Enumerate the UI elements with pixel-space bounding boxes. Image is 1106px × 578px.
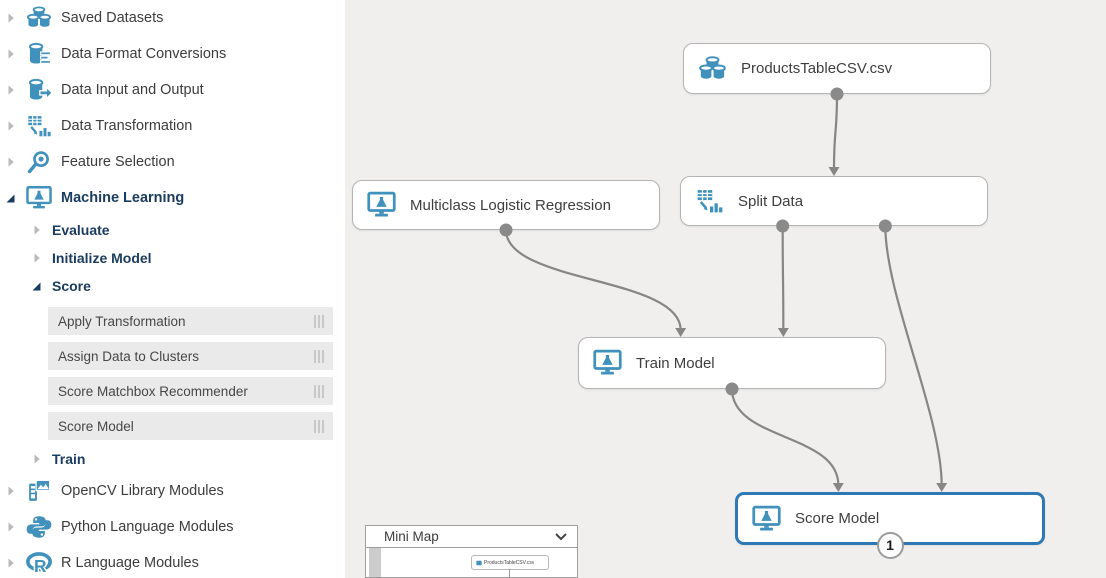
node-label: Score Model — [795, 510, 880, 527]
sidebar-item-label: Score Matchbox Recommender — [58, 383, 248, 399]
python-icon — [24, 514, 54, 541]
minimap-node-label: ProductsTableCSV.csv — [484, 559, 535, 566]
sidebar-item-label: Train — [52, 451, 86, 467]
edge-dataset-to-split — [832, 93, 839, 170]
saved-datasets-icon — [24, 5, 54, 32]
opencv-icon — [24, 478, 54, 505]
sidebar-item-train[interactable]: Train — [0, 445, 345, 473]
sidebar-item-apply-transformation[interactable]: Apply Transformation — [48, 307, 333, 335]
sidebar-item-label: Feature Selection — [61, 154, 175, 170]
node-label: Split Data — [738, 192, 804, 210]
output-port-badge[interactable]: 1 — [876, 531, 904, 559]
edge-arrowhead-icon — [675, 328, 687, 337]
sidebar-item-label: Apply Transformation — [58, 313, 186, 329]
expand-arrow-icon[interactable] — [30, 453, 43, 465]
drag-handle-icon[interactable] — [314, 349, 324, 363]
machine-learning-icon — [592, 349, 623, 377]
chevron-down-icon[interactable] — [555, 528, 567, 546]
drag-handle-icon[interactable] — [314, 419, 324, 433]
feature-selection-icon — [24, 149, 54, 176]
sidebar-item-data-input-and-output[interactable]: Data Input and Output — [0, 72, 345, 108]
expand-arrow-icon[interactable] — [4, 557, 17, 569]
machine-learning-icon — [24, 185, 54, 212]
expand-arrow-icon[interactable] — [4, 48, 17, 60]
r-language-icon: R — [24, 550, 54, 577]
sidebar-item-label: Machine Learning — [61, 190, 185, 206]
collapse-arrow-icon[interactable] — [30, 281, 43, 292]
minimap-viewport[interactable]: ProductsTableCSV.csv — [365, 548, 578, 578]
saved-datasets-icon — [697, 55, 728, 83]
sidebar-item-label: Assign Data to Clusters — [58, 348, 200, 364]
sidebar-item-opencv-library-modules[interactable]: OpenCV Library Modules — [0, 473, 345, 509]
sidebar-item-machine-learning[interactable]: Machine Learning — [0, 180, 345, 216]
expand-arrow-icon[interactable] — [4, 485, 17, 497]
sidebar-item-score-model[interactable]: Score Model — [48, 412, 333, 440]
machine-learning-icon — [366, 191, 397, 219]
expand-arrow-icon[interactable] — [4, 84, 17, 96]
sidebar-item-label: Score — [52, 278, 91, 294]
minimap-panel: Mini Map ProductsTableCSV.csv — [365, 525, 578, 578]
sidebar-item-label: Data Transformation — [61, 118, 193, 134]
sidebar-item-label: Evaluate — [52, 222, 110, 238]
minimap-title: Mini Map — [384, 529, 439, 544]
sidebar-item-feature-selection[interactable]: Feature Selection — [0, 144, 345, 180]
expand-arrow-icon[interactable] — [4, 521, 17, 533]
node-train-model[interactable]: Train Model — [578, 337, 886, 389]
node-label: ProductsTableCSV.csv — [741, 60, 893, 77]
sidebar-item-evaluate[interactable]: Evaluate — [0, 216, 345, 244]
sidebar-item-data-format-conversions[interactable]: Data Format Conversions — [0, 36, 345, 72]
node-label: Train Model — [636, 354, 715, 372]
edge-arrowhead-icon — [777, 328, 789, 337]
sidebar-item-assign-data-to-clusters[interactable]: Assign Data to Clusters — [48, 342, 333, 370]
sidebar-item-label: Saved Datasets — [61, 10, 164, 26]
node-split-data[interactable]: Split Data — [680, 176, 988, 226]
collapse-arrow-icon[interactable] — [4, 193, 17, 204]
sidebar-item-initialize-model[interactable]: Initialize Model — [0, 244, 345, 272]
sidebar-item-label: Python Language Modules — [61, 519, 234, 535]
experiment-canvas[interactable]: Mini Map ProductsTableCSV.csv ProductsTa… — [345, 0, 1106, 578]
sidebar-item-label: Initialize Model — [52, 250, 152, 266]
minimap-node-dataset: ProductsTableCSV.csv — [471, 555, 549, 570]
edge-arrowhead-icon — [828, 167, 840, 176]
drag-handle-icon[interactable] — [314, 314, 324, 328]
sidebar-item-label: OpenCV Library Modules — [61, 483, 224, 499]
drag-handle-icon[interactable] — [314, 384, 324, 398]
minimap-header[interactable]: Mini Map — [365, 525, 578, 548]
node-label: Multiclass Logistic Regression — [410, 196, 611, 214]
expand-arrow-icon[interactable] — [4, 156, 17, 168]
sidebar-item-data-transformation[interactable]: Data Transformation — [0, 108, 345, 144]
minimap-strip — [369, 548, 381, 577]
edge-split-to-train — [781, 225, 785, 331]
expand-arrow-icon[interactable] — [30, 224, 43, 236]
edge-arrowhead-icon — [936, 483, 948, 492]
edge-arrowhead-icon — [832, 483, 844, 492]
svg-text:R: R — [34, 556, 47, 576]
sidebar-item-score-matchbox-recommender[interactable]: Score Matchbox Recommender — [48, 377, 333, 405]
expand-arrow-icon[interactable] — [4, 120, 17, 132]
sidebar-item-python-language-modules[interactable]: Python Language Modules — [0, 509, 345, 545]
data-input-output-icon — [24, 77, 54, 104]
data-transformation-icon — [24, 113, 54, 140]
expand-arrow-icon[interactable] — [30, 252, 43, 264]
node-multiclass-logistic-regression[interactable]: Multiclass Logistic Regression — [352, 180, 660, 230]
edge-mlr-to-train — [504, 229, 682, 331]
expand-arrow-icon[interactable] — [4, 12, 17, 24]
machine-learning-icon — [751, 505, 782, 533]
sidebar-item-label: Data Input and Output — [61, 82, 204, 98]
edge-split-to-score — [884, 225, 943, 486]
sidebar-item-label: Score Model — [58, 418, 134, 434]
dataset-mini-icon — [476, 560, 482, 565]
sidebar-item-r-language-modules[interactable]: R R Language Modules — [0, 545, 345, 578]
sidebar-item-label: R Language Modules — [61, 555, 199, 571]
node-productstablecsv-csv[interactable]: ProductsTableCSV.csv — [683, 43, 991, 94]
data-format-conversions-icon — [24, 41, 54, 68]
sidebar-item-score[interactable]: Score — [0, 272, 345, 300]
sidebar-item-saved-datasets[interactable]: Saved Datasets — [0, 0, 345, 36]
data-transformation-icon — [694, 187, 725, 215]
minimap-edge — [509, 569, 510, 577]
edge-train-to-score — [730, 388, 840, 486]
sidebar-item-label: Data Format Conversions — [61, 46, 227, 62]
